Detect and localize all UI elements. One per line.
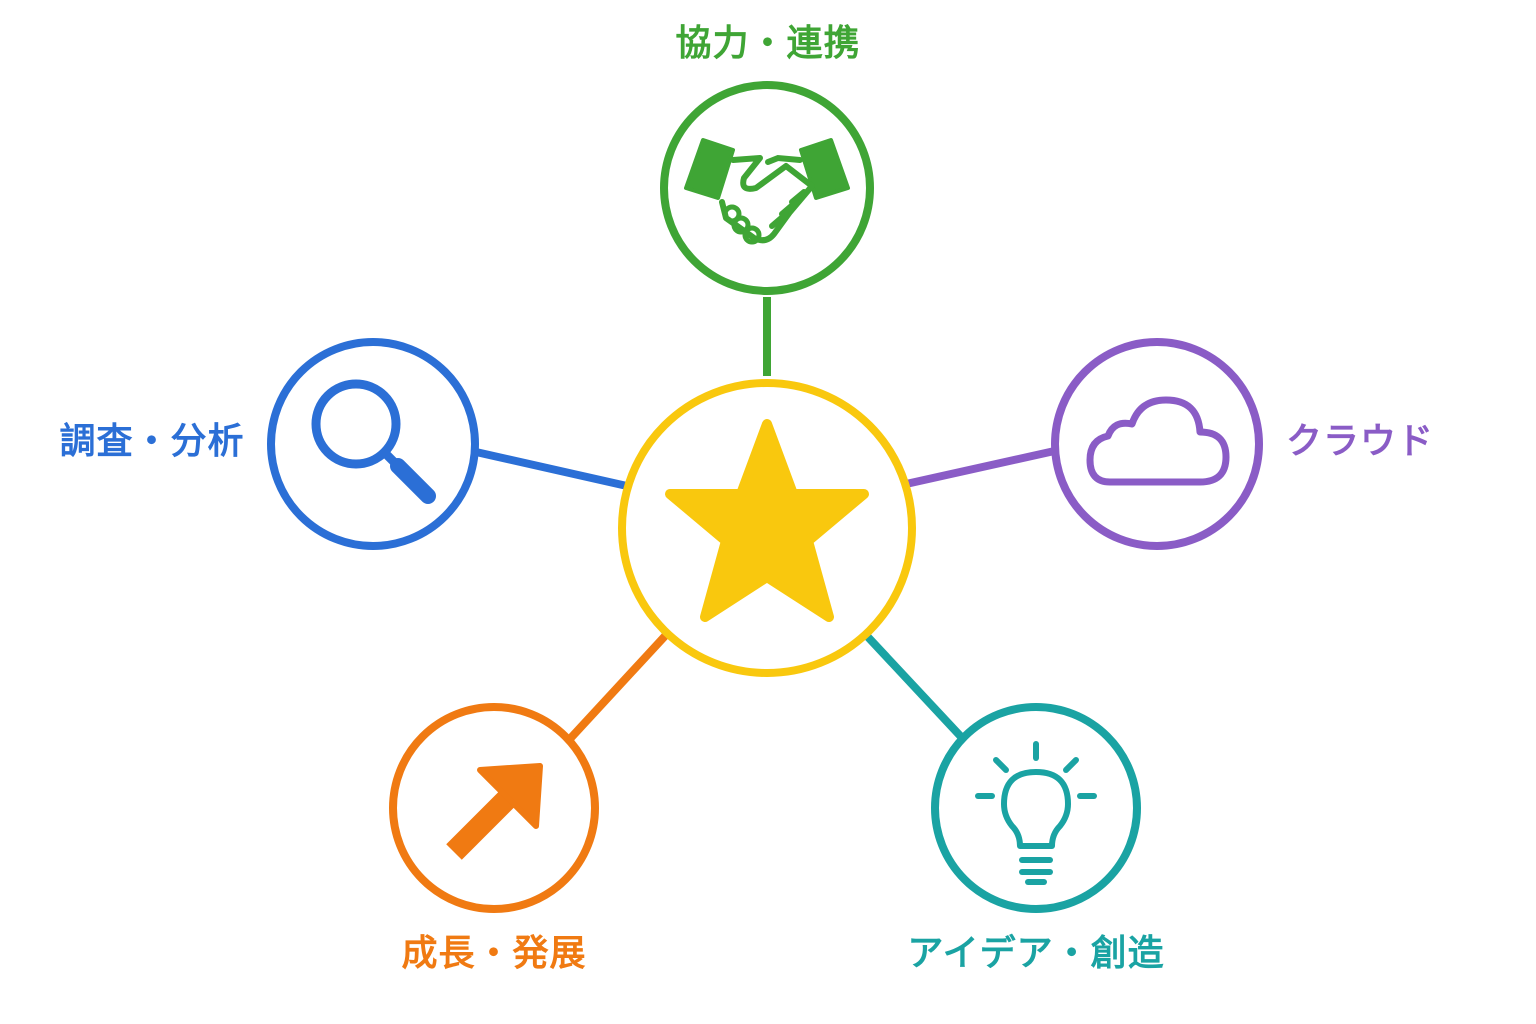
arrow-up-right-icon (446, 763, 543, 860)
research-node (267, 338, 479, 550)
star-icon (665, 419, 869, 622)
label-cloud: クラウド (1285, 421, 1435, 462)
collaboration-node (660, 81, 874, 295)
lightbulb-icon (975, 741, 1097, 885)
connector-growth (565, 633, 668, 744)
center-node (618, 379, 916, 677)
label-idea: アイデア・創造 (907, 933, 1165, 974)
connector-cloud (905, 446, 1060, 488)
idea-node (931, 703, 1141, 913)
growth-node (389, 703, 599, 913)
magnifier-icon (311, 379, 436, 504)
handshake-icon (684, 138, 850, 245)
label-research: 調査・分析 (59, 421, 245, 462)
connector-research (475, 448, 628, 490)
label-growth: 成長・発展 (401, 933, 587, 974)
label-collaboration: 協力・連携 (675, 23, 861, 64)
cloud-icon (1086, 396, 1230, 486)
connector-idea (864, 633, 968, 744)
cloud-node (1051, 338, 1263, 550)
